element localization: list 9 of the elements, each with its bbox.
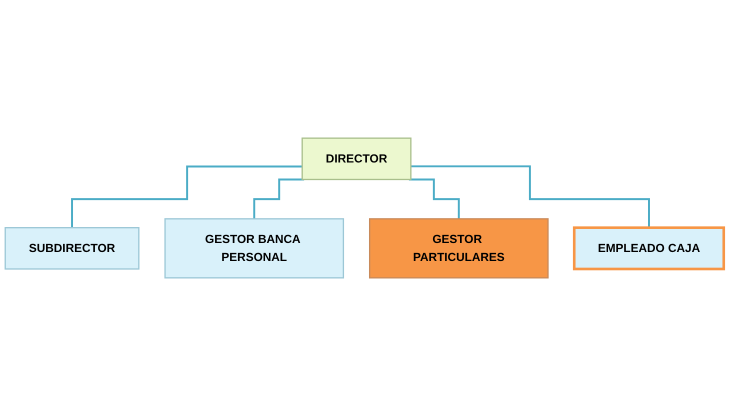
node-box: GESTOR BANCA PERSONAL bbox=[164, 218, 344, 278]
node-box: DIRECTOR bbox=[302, 138, 412, 180]
node-box: GESTOR PARTICULARES bbox=[368, 218, 549, 278]
connector bbox=[253, 178, 304, 220]
node-box: SUBDIRECTOR bbox=[4, 227, 140, 270]
node-box: EMPLEADO CAJA bbox=[572, 226, 726, 270]
connector bbox=[410, 165, 650, 229]
connector bbox=[71, 166, 302, 229]
connector bbox=[408, 178, 460, 220]
